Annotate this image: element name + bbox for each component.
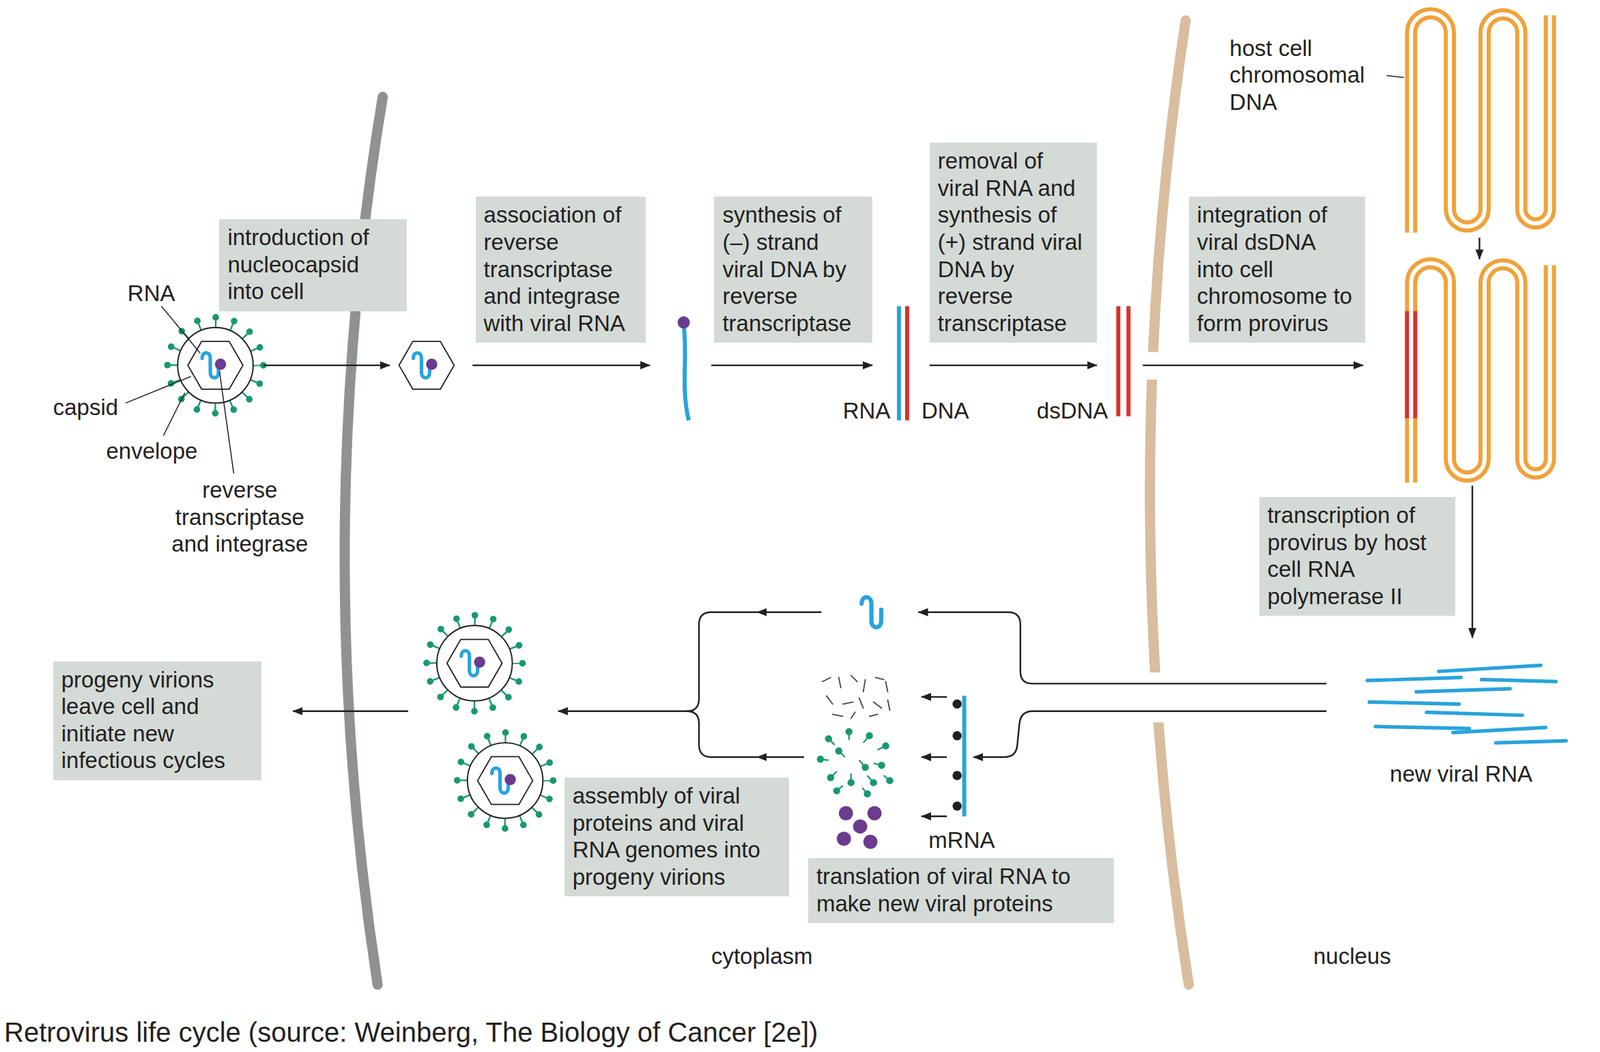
new-viral-rna	[1367, 665, 1566, 744]
part-label: dsDNA	[1036, 397, 1109, 425]
ribosomes	[952, 699, 962, 811]
step-box: translation of viral RNA to make new vir…	[808, 858, 1114, 923]
enzyme-dot	[677, 316, 691, 329]
enzyme-proteins	[836, 806, 882, 850]
nucleocapsid	[399, 341, 455, 390]
step-box: assembly of viral proteins and viral RNA…	[564, 777, 790, 897]
step-text: integration of viral dsDNA into cell chr…	[1197, 201, 1358, 337]
nuclear-pore-gap	[1127, 672, 1181, 723]
part-label: mRNA	[928, 826, 995, 854]
step-text: introduction of nucleocapsid into cell	[227, 223, 399, 306]
dsdna-strand	[1126, 305, 1131, 416]
step-text: assembly of viral proteins and viral RNA…	[572, 782, 781, 891]
step-box: removal of viral RNA and synthesis of (+…	[929, 142, 1097, 343]
part-label: reverse transcriptase and integrase	[154, 476, 325, 558]
rna-strand	[896, 305, 902, 420]
viral-rna-strand	[683, 324, 689, 420]
mrna-strand	[962, 695, 967, 816]
chromosome-with-provirus	[1410, 263, 1550, 483]
progeny-virion	[457, 732, 553, 828]
step-text: transcription of provirus by host cell R…	[1267, 501, 1448, 610]
part-label: capsid	[53, 393, 119, 422]
leader-lines	[125, 75, 1405, 474]
envelope-proteins	[820, 731, 891, 794]
part-label: nucleus	[1313, 942, 1392, 970]
step-box: introduction of nucleocapsid into cell	[219, 219, 407, 312]
host-chromosome	[1410, 12, 1550, 233]
part-label: cytoplasm	[711, 942, 813, 970]
part-label: RNA	[843, 397, 891, 425]
step-box: integration of viral dsDNA into cell chr…	[1189, 196, 1366, 343]
figure-caption: Retrovirus life cycle (source: Weinberg,…	[4, 1017, 818, 1048]
progeny-virion	[426, 615, 523, 711]
step-text: removal of viral RNA and synthesis of (+…	[937, 147, 1089, 337]
rna-genome	[861, 597, 882, 628]
step-box: transcription of provirus by host cell R…	[1259, 496, 1456, 616]
step-box: synthesis of (–) strand viral DNA by rev…	[713, 196, 873, 343]
part-label: envelope	[105, 437, 198, 465]
step-text: association of reverse transcriptase and…	[483, 201, 639, 337]
step-text: synthesis of (–) strand viral DNA by rev…	[722, 201, 865, 337]
step-text: translation of viral RNA to make new vir…	[816, 862, 1106, 917]
part-label: RNA	[127, 279, 176, 308]
step-box: association of reverse transcriptase and…	[475, 196, 647, 343]
protein-fragments	[822, 675, 891, 719]
part-label: host cell chromosomal DNA	[1229, 34, 1383, 117]
step-text: progeny virions leave cell and initiate …	[61, 666, 254, 775]
part-label: new viral RNA	[1389, 760, 1533, 788]
nuclear-membrane	[1150, 20, 1190, 985]
dna-strand	[905, 305, 910, 420]
dsdna-strand	[1116, 305, 1121, 416]
part-label: DNA	[921, 397, 970, 425]
step-box: progeny virions leave cell and initiate …	[53, 661, 262, 781]
